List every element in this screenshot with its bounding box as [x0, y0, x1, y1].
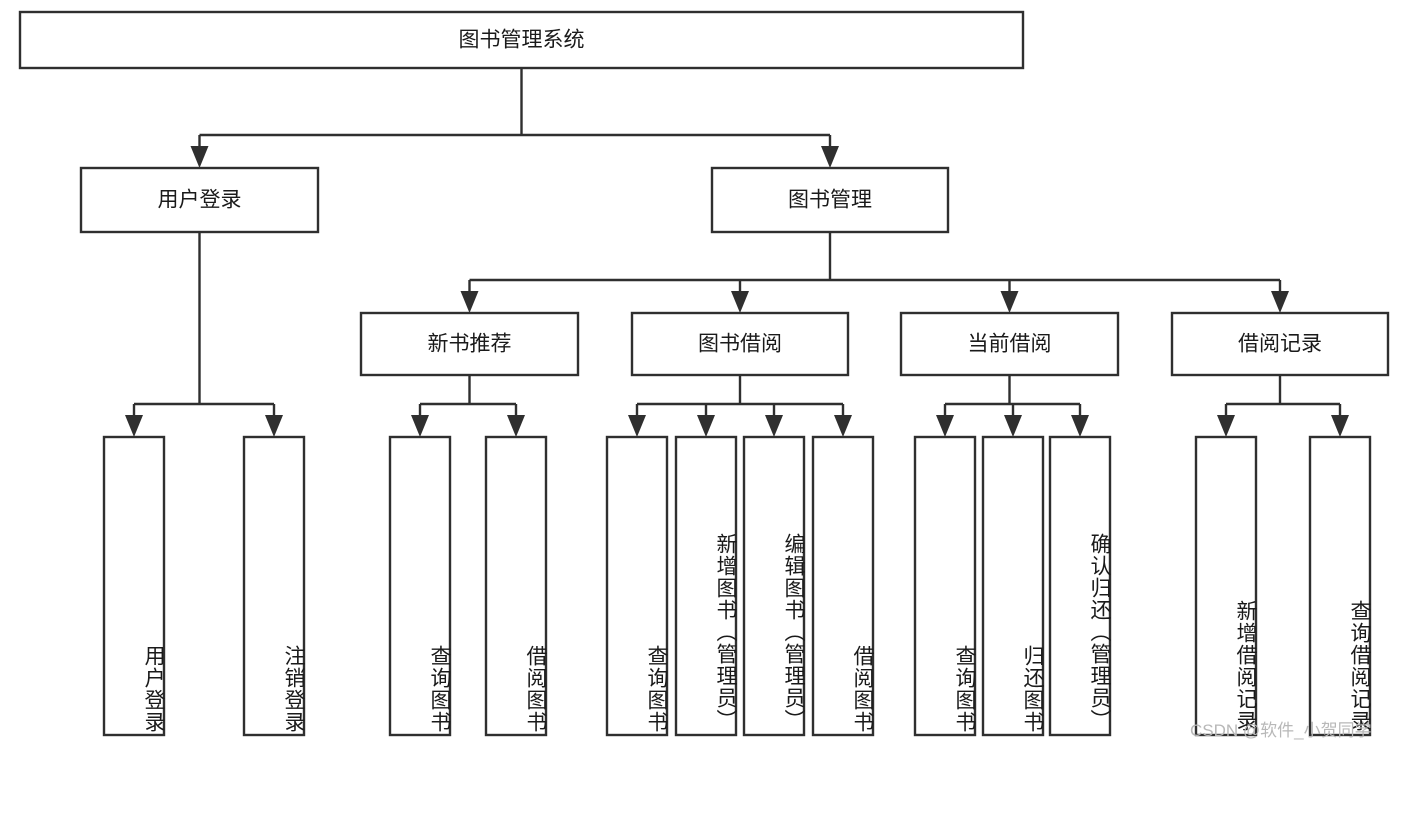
node-box-leaf-add-book[interactable]: [674, 435, 738, 737]
arrow-head-icon: [1217, 415, 1235, 437]
node-box-root[interactable]: [18, 10, 1025, 70]
node-box-leaf-query-book-3[interactable]: [913, 435, 977, 737]
node-label-current-borrow: 当前借阅: [968, 333, 1052, 356]
arrow-head-icon: [1000, 291, 1019, 313]
node-box-leaf-query-book-2[interactable]: [605, 435, 669, 737]
node-box-book-borrow[interactable]: [630, 311, 850, 377]
arrow-head-icon: [821, 146, 839, 168]
node-box-leaf-query-book-1[interactable]: [388, 435, 452, 737]
node-box-leaf-borrow-book-2[interactable]: [811, 435, 875, 737]
boxes-layer: [18, 10, 1390, 737]
arrow-head-icon: [1331, 415, 1349, 437]
node-box-user-login[interactable]: [79, 166, 320, 234]
node-label-book-manage: 图书管理: [788, 189, 872, 212]
arrow-head-icon: [1004, 415, 1022, 437]
node-box-book-manage[interactable]: [710, 166, 950, 234]
flowchart-canvas: 图书管理系统用户登录图书管理新书推荐图书借阅当前借阅借阅记录 用户登录注销登录查…: [18, 10, 1390, 740]
node-box-leaf-return-book[interactable]: [981, 435, 1045, 737]
arrow-head-icon: [834, 415, 852, 437]
node-label-user-login: 用户登录: [158, 189, 242, 212]
node-label-borrow-record: 借阅记录: [1238, 333, 1322, 356]
node-box-leaf-user-login[interactable]: [102, 435, 166, 737]
arrow-head-icon: [628, 415, 646, 437]
node-box-leaf-add-record[interactable]: [1194, 435, 1258, 737]
arrow-head-icon: [507, 415, 525, 437]
node-box-leaf-borrow-book-1[interactable]: [484, 435, 548, 737]
node-label-new-book-rec: 新书推荐: [428, 333, 512, 356]
node-box-leaf-confirm-return[interactable]: [1048, 435, 1112, 737]
arrow-head-icon: [697, 415, 715, 437]
arrow-head-icon: [1071, 415, 1089, 437]
node-box-current-borrow[interactable]: [899, 311, 1120, 377]
watermark-text: CSDN @软件_小贺同学: [1190, 721, 1372, 740]
node-box-new-book-rec[interactable]: [359, 311, 580, 377]
arrow-head-icon: [1271, 291, 1289, 313]
node-label-book-borrow: 图书借阅: [698, 333, 782, 356]
arrow-head-icon: [190, 146, 209, 168]
node-label-root: 图书管理系统: [459, 29, 585, 52]
arrow-head-icon: [125, 415, 143, 437]
edges-layer: [125, 68, 1349, 437]
arrow-head-icon: [765, 415, 783, 437]
arrow-head-icon: [936, 415, 954, 437]
arrow-head-icon: [731, 291, 749, 313]
arrow-head-icon: [411, 415, 429, 437]
arrow-head-icon: [265, 415, 283, 437]
node-box-leaf-user-logout[interactable]: [242, 435, 306, 737]
node-box-leaf-edit-book[interactable]: [742, 435, 806, 737]
node-box-borrow-record[interactable]: [1170, 311, 1390, 377]
arrow-head-icon: [460, 291, 479, 313]
node-box-leaf-query-record[interactable]: [1308, 435, 1372, 737]
